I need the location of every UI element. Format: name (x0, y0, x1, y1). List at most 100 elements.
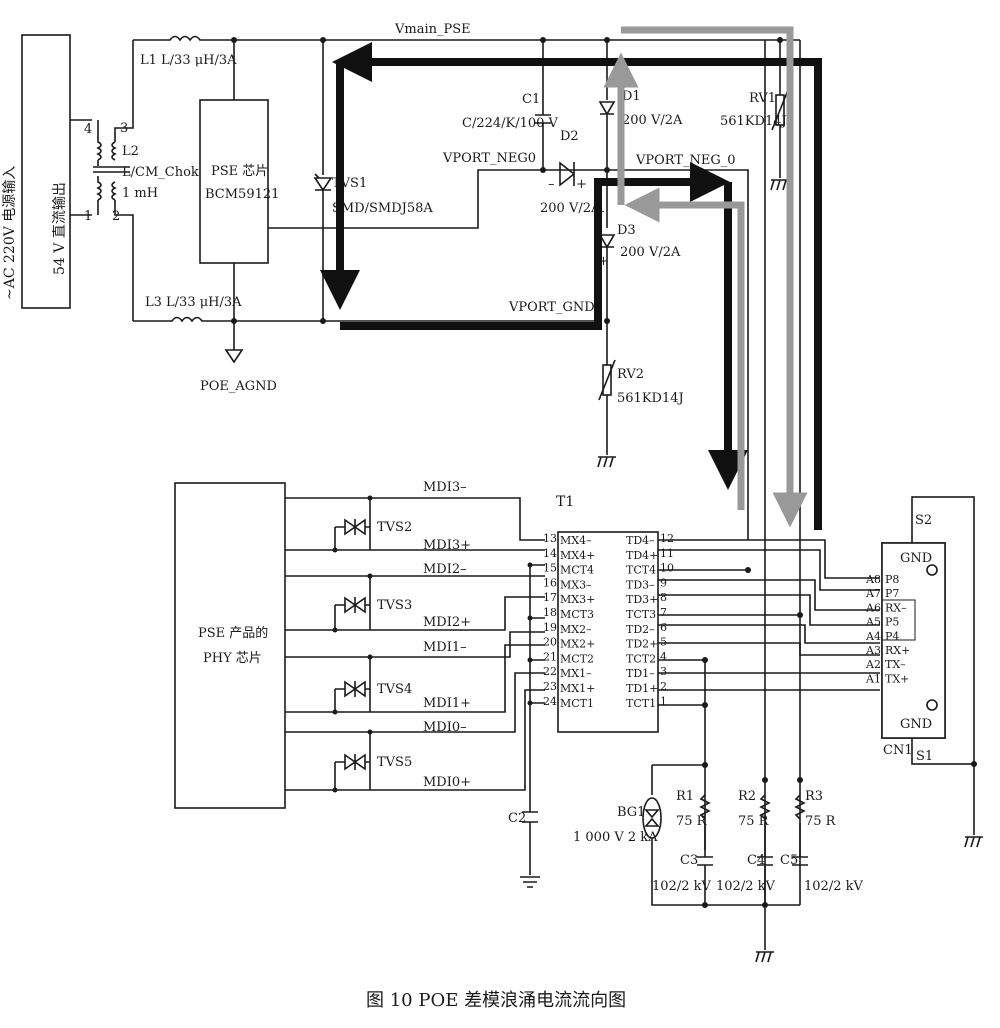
rv2-ground (597, 456, 616, 468)
t1-left-pin-number: 13 (543, 532, 557, 545)
cn1-mount-hole-top (926, 564, 938, 576)
c1-name: C1 (522, 92, 540, 107)
vport-gnd-label: VPORT_GND (508, 300, 595, 315)
d2-plus: + (576, 177, 587, 192)
t1-right-pin-number: 9 (660, 576, 667, 589)
figure-caption: 图 10 POE 差模浪涌电流流向图 (366, 990, 626, 1011)
pin-4: 4 (84, 122, 92, 137)
c5-name: C5 (780, 853, 798, 868)
cn1-a-pin: A2 (865, 658, 881, 671)
t1-left-pin-label: MX1+ (560, 682, 595, 695)
t1-left-pin-label: MCT1 (560, 697, 594, 710)
phy-chip-line2: PHY 芯片 (203, 651, 262, 666)
t1-left-pin-label: MX4– (560, 534, 592, 547)
t1-left-pin-number: 22 (543, 665, 557, 678)
cn1-signal-label: TX+ (885, 672, 909, 685)
mdi3-pos-label: MDI3+ (423, 538, 471, 553)
c5-value: 102/2 kV (804, 879, 863, 894)
t1-left-pin-number: 14 (543, 547, 557, 560)
junction-dots (231, 37, 783, 324)
t1-left-pin-label: MCT4 (560, 564, 594, 577)
t1-left-pins: MX4–13MX4+14MCT415MX3–16MX3+17MCT318MX2–… (543, 532, 595, 710)
mdi1-pos-label: MDI1+ (423, 696, 471, 711)
t1-left-pin-number: 18 (543, 606, 557, 619)
t1-right-pin-number: 3 (660, 665, 667, 678)
cn1-gnd-bottom: GND (900, 717, 932, 732)
mdi0-neg-label: MDI0– (423, 720, 467, 735)
bg1-value: 1 000 V 2 kA (573, 830, 658, 845)
c4-value: 102/2 kV (716, 879, 775, 894)
l3-label: L3 L/33 μH/3A (145, 295, 242, 310)
t1-right-pin-label: TD4+ (626, 549, 658, 562)
input-label-dc: 54 V 直流输出 (51, 182, 68, 275)
t1-right-pin-label: TD2+ (626, 638, 658, 651)
power-input-box (21, 34, 71, 309)
mdi3-neg-label: MDI3– (423, 480, 467, 495)
tvs2-name: TVS2 (377, 520, 412, 535)
d2-value: 200 V/2A (540, 201, 601, 216)
t1-left-pin-number: 17 (543, 591, 557, 604)
t1-right-pin-label: TD1– (626, 667, 655, 680)
t1-right-pin-number: 2 (660, 680, 667, 693)
phy-chip (174, 482, 286, 809)
cn1-a-pin: A8 (865, 573, 881, 586)
c4-name: C4 (747, 853, 765, 868)
t1-right-pin-number: 7 (660, 606, 667, 619)
cn1-a-pin: A3 (865, 644, 881, 657)
surge-path-gray (603, 26, 808, 528)
l2-choke (93, 40, 134, 321)
t1-transformer (557, 531, 659, 733)
mdi0-pos-label: MDI0+ (423, 775, 471, 790)
l2-value2: 1 mH (122, 186, 158, 201)
t1-left-pin-number: 16 (543, 576, 557, 589)
l1-label: L1 L/33 μH/3A (140, 53, 237, 68)
vport-neg-0-label: VPORT_NEG_0 (635, 153, 736, 168)
junction-dots-mdi (332, 495, 373, 793)
pin-2: 2 (112, 209, 120, 224)
t1-left-pin-label: MX4+ (560, 549, 595, 562)
d2-minus: – (548, 177, 555, 192)
l2-value1: L/CM_Choke/ (122, 165, 211, 180)
tvs1-value: SMD/SMDJ58A (332, 201, 433, 216)
d1-name: D1 (622, 89, 641, 104)
t1-right-pin-label: TD2– (626, 623, 655, 636)
s2-name: S2 (915, 513, 932, 528)
tvs4-name: TVS4 (377, 682, 412, 697)
input-label-ac: ~AC 220V 电源输入 (2, 166, 18, 300)
t1-left-pin-label: MX2– (560, 623, 592, 636)
t1-right-pin-label: TD1+ (626, 682, 658, 695)
t1-right-pin-number: 6 (660, 621, 667, 634)
t1-left-pin-number: 20 (543, 636, 557, 649)
t1-name: T1 (556, 494, 574, 510)
rv2-value: 561KD14J (617, 391, 684, 406)
r2-name: R2 (738, 789, 756, 804)
pse-chip-part: BCM59121 (205, 187, 279, 202)
cn1-signal-label: P7 (885, 587, 899, 600)
cn1-mount-hole-bottom (926, 699, 938, 711)
cn1-a-pin: A5 (865, 616, 881, 629)
cn1-signal-label: RX– (885, 601, 907, 614)
mdi1-neg-label: MDI1– (423, 640, 467, 655)
pse-chip (199, 99, 269, 264)
t1-left-pin-label: MX2+ (560, 638, 595, 651)
bg1-name: BG1 (617, 805, 645, 820)
cn1-name: CN1 (883, 743, 913, 758)
t1-right-pin-number: 12 (660, 532, 674, 545)
t1-right-pin-label: TCT4 (626, 564, 656, 577)
t1-right-pin-number: 11 (660, 547, 674, 560)
poe-agnd-label: POE_AGND (200, 379, 277, 394)
r2-value: 75 R (738, 814, 770, 829)
cn1-signal-label: P8 (885, 573, 899, 586)
rv1-ground (770, 179, 789, 191)
cn1-signal-label: TX– (885, 658, 906, 671)
t1-right-pin-number: 8 (660, 591, 667, 604)
t1-left-pin-number: 24 (543, 695, 557, 708)
t1-right-pin-label: TD3+ (626, 593, 658, 606)
ground-bottom (755, 951, 774, 963)
cn1-signal-label: P5 (885, 616, 899, 629)
t1-right-pin-number: 5 (660, 636, 667, 649)
t1-left-pin-label: MX1– (560, 667, 592, 680)
mdi2-pos-label: MDI2+ (423, 615, 471, 630)
